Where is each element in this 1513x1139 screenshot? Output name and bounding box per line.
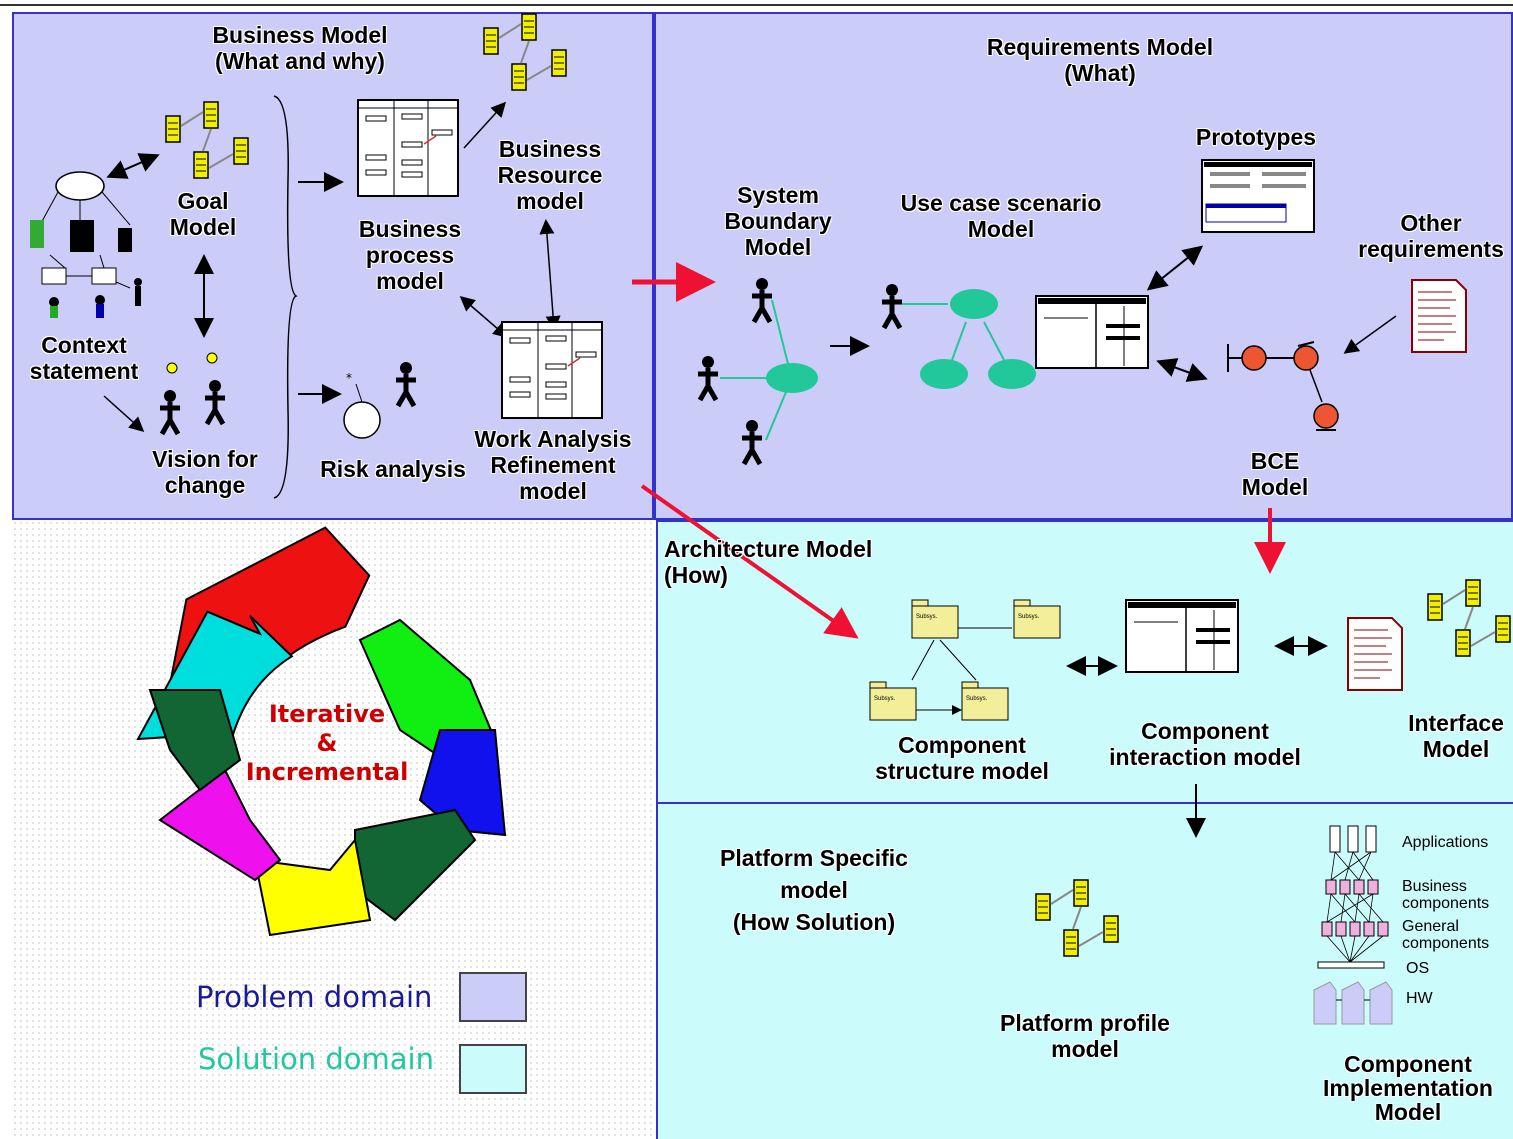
other-requirements-label: Other requirements <box>1358 210 1504 262</box>
top-border <box>0 4 1513 6</box>
context-statement-label: Context statement <box>29 332 139 384</box>
layer-business-components-label: Business components <box>1402 878 1490 912</box>
requirements-model-title: Requirements Model (What) <box>986 34 1214 86</box>
component-structure-label: Component structure model <box>875 732 1049 784</box>
layer-os-label: OS <box>1406 960 1430 977</box>
bce-model-icon <box>1227 341 1339 431</box>
context-goal-connector <box>106 153 160 179</box>
component-interaction-icon <box>1125 599 1239 673</box>
risk-analysis-icon: * <box>343 362 416 439</box>
layer-applications-label: Applications <box>1402 834 1489 851</box>
platform-model-region <box>656 804 1513 1139</box>
work-analysis-icon <box>501 321 603 419</box>
layer-general-components-label: General components <box>1402 918 1490 952</box>
business-model-title: Business Model (What and why) <box>212 22 388 74</box>
business-process-label: Business process model <box>358 216 462 294</box>
interface-model-label: Interface Model <box>1408 710 1504 762</box>
layer-hw-label: HW <box>1406 990 1433 1007</box>
context-statement-icon <box>30 171 142 318</box>
process-resource-connector <box>463 101 507 149</box>
cycle-label: Iterative & Incremental <box>245 700 409 786</box>
legend-problem-swatch <box>459 972 527 1022</box>
component-structure-icon <box>869 599 1061 721</box>
svg-text:*: * <box>346 371 352 385</box>
prototypes-icon <box>1201 159 1315 233</box>
business-resource-icon <box>484 14 566 90</box>
other-to-bce-arrow <box>1343 315 1397 354</box>
requirements-model-region <box>654 12 1513 520</box>
component-implementation-icon <box>1313 825 1393 1025</box>
component-implementation-label: Component Implementation Model <box>1323 1051 1493 1125</box>
goal-model-icon <box>166 102 248 178</box>
legend-problem-label: Problem domain <box>196 980 433 1014</box>
work-to-architecture-arrow <box>640 484 859 639</box>
iterative-cycle-graphic <box>136 526 507 937</box>
interface-model-icon <box>1428 580 1510 656</box>
bce-model-label: BCE Model <box>1241 448 1309 500</box>
legend-solution-swatch <box>459 1044 527 1094</box>
system-boundary-icon <box>698 278 818 464</box>
business-process-icon <box>357 99 459 197</box>
vision-for-change-label: Vision for change <box>152 446 258 498</box>
component-interaction-label: Component interaction model <box>1109 718 1301 770</box>
prototypes-label: Prototypes <box>1195 124 1317 150</box>
context-vision-connector <box>103 395 145 433</box>
platform-specific-title: Platform Specific model (How Solution) <box>720 845 908 935</box>
usecase-prototype-connector <box>1146 245 1204 291</box>
system-boundary-label: System Boundary Model <box>724 182 832 260</box>
use-case-scenario-label: Use case scenario Model <box>900 190 1102 242</box>
vision-for-change-icon <box>160 352 225 434</box>
process-work-connector <box>459 296 509 338</box>
platform-profile-icon <box>1036 880 1118 956</box>
architecture-model-title: Architecture Model (How) <box>664 536 873 588</box>
use-case-scenario-icon <box>882 284 1149 389</box>
usecase-bce-connector <box>1156 358 1208 382</box>
resource-work-connector <box>539 219 561 331</box>
business-brace <box>273 95 298 499</box>
goal-model-label: Goal Model <box>169 188 237 240</box>
legend-solution-label: Solution domain <box>198 1042 434 1076</box>
interface-document-icon <box>1347 617 1403 691</box>
business-resource-label: Business Resource model <box>497 136 603 214</box>
work-analysis-label: Work Analysis Refinement model <box>474 426 632 504</box>
other-requirements-icon <box>1411 279 1467 353</box>
platform-profile-label: Platform profile model <box>1000 1010 1170 1062</box>
risk-analysis-label: Risk analysis <box>320 456 466 482</box>
